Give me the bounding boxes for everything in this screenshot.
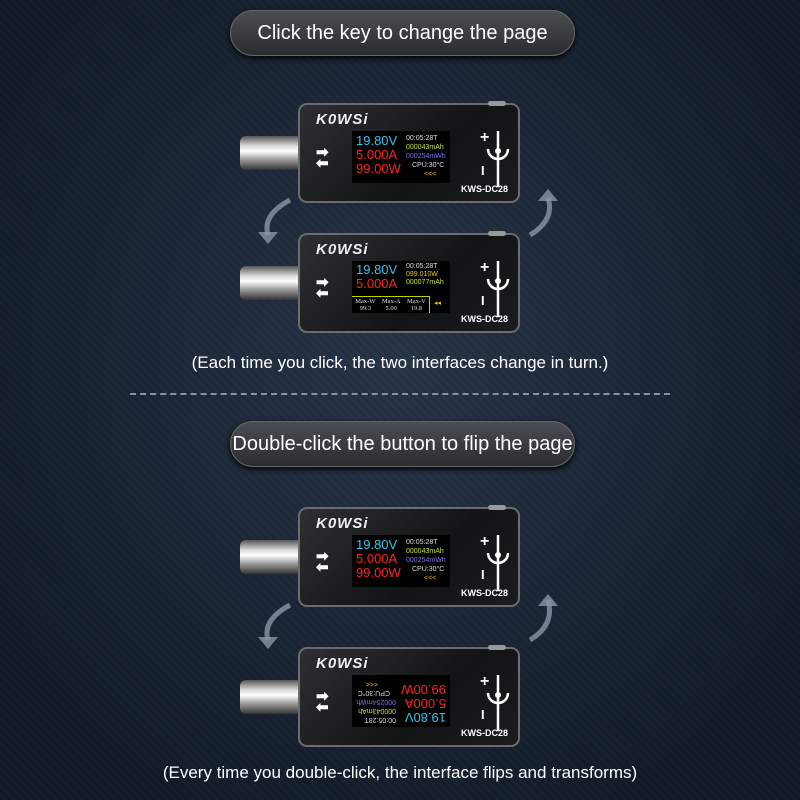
direction-indicator: <<< (424, 171, 437, 178)
caption-top: (Each time you click, the two interfaces… (191, 353, 609, 372)
current: 5.000A (356, 551, 398, 566)
plus-sign: + (480, 259, 490, 276)
direction-arrows-icon: ➡⬅ (316, 548, 329, 576)
dc-plug (240, 266, 302, 300)
dc-plug (240, 680, 302, 714)
max-value: 19.8 (410, 305, 423, 312)
display-page-1: 19.80V 5.000A 99.00W 00:05:28T 000043mAh… (352, 131, 450, 183)
usb-meter-p2: K0WSi ➡⬅ + I KWS-DC28 19.80V 5.000A 00:0… (240, 231, 522, 333)
display-page-2: 19.80V 5.000A 00:05:28T 099.010W 000077m… (352, 261, 450, 313)
plus-sign: + (480, 673, 490, 690)
bidirectional-switch-icon: + I (480, 259, 510, 319)
bidirectional-switch-icon: + I (480, 129, 510, 189)
plus-sign: + (480, 129, 490, 146)
model-label: KWS-DC28 (460, 588, 508, 598)
cpu-temp: CPU:30°C (412, 566, 445, 573)
elapsed-time: 00:05:28T (406, 539, 438, 546)
usb-meter-p1: K0WSi ➡⬅ + I KWS-DC28 19.80V 5.000A 99.0… (240, 101, 522, 203)
direction-indicator: <<< (424, 575, 437, 582)
model-label: KWS-DC28 (460, 314, 508, 324)
brand-logo: K0WSi (316, 241, 369, 258)
brand-logo: K0WSi (316, 515, 369, 532)
plus-sign: + (480, 533, 490, 550)
bidirectional-switch-icon: + I (480, 673, 510, 733)
usb-meter-p1: K0WSi ➡⬅ + I KWS-DC28 19.80V 5.000A 99.0… (240, 505, 522, 607)
direction-arrows-icon: ➡⬅ (316, 688, 329, 716)
cpu-temp: CPU:30°C (412, 162, 445, 169)
page-button[interactable] (488, 101, 506, 106)
capacity-mah: 000043mAh (406, 548, 444, 555)
display-page-1: 19.80V 5.000A 99.00W 00:05:28T 000043mAh… (352, 535, 450, 587)
page-button[interactable] (488, 645, 506, 650)
model-label: KWS-DC28 (460, 728, 508, 738)
direction-arrows-icon: ➡⬅ (316, 274, 329, 302)
voltage: 19.80V (356, 133, 398, 148)
minus-sign: I (481, 707, 485, 722)
energy-mwh: 000254mWh (406, 557, 446, 564)
current: 5.000A (356, 147, 398, 162)
elapsed-time: 00:05:28T (406, 263, 438, 270)
display-flipped: 19.80V 5.000A 99.00W 00:05:28T 000043mAh… (352, 675, 450, 727)
banner-click-key: Click the key to change the page (230, 10, 575, 56)
power: 099.010W (406, 271, 438, 278)
max-label: Max-W (355, 298, 376, 305)
direction-arrows-icon: ➡⬅ (316, 144, 329, 172)
curved-arrow-up-icon (528, 197, 552, 238)
capacity-mah: 000043mAh (406, 144, 444, 151)
elapsed-time: 00:05:28T (406, 135, 438, 142)
max-value: 99.3 (359, 305, 371, 312)
caption-bottom: (Every time you double-click, the interf… (162, 763, 638, 782)
divider (130, 393, 670, 395)
meter-body: K0WSi ➡⬅ + I KWS-DC28 19.80V 5.000A 99.0… (298, 645, 520, 747)
max-label: Max-V (407, 298, 426, 305)
dc-plug (240, 136, 302, 170)
voltage: 19.80V (356, 262, 398, 277)
power: 99.00W (356, 161, 401, 176)
capacity-mah: 000077mAh (406, 279, 444, 286)
bidirectional-switch-icon: + I (480, 533, 510, 593)
dc-plug (240, 540, 302, 574)
model-label: KWS-DC28 (460, 184, 508, 194)
meter-body: K0WSi ➡⬅ + I KWS-DC28 19.80V 5.000A 99.0… (298, 505, 520, 607)
meter-body: K0WSi ➡⬅ + I KWS-DC28 19.80V 5.000A 99.0… (298, 101, 520, 203)
page-button[interactable] (488, 231, 506, 236)
voltage: 19.80V (356, 537, 398, 552)
max-value: 5.00 (385, 305, 397, 312)
page-button[interactable] (488, 505, 506, 510)
minus-sign: I (481, 293, 485, 308)
minus-sign: I (481, 567, 485, 582)
minus-sign: I (481, 163, 485, 178)
banner-double-click: Double-click the button to flip the page (230, 421, 575, 467)
curved-arrow-down-icon (264, 197, 292, 236)
brand-logo: K0WSi (316, 655, 369, 672)
max-label: Max-A (381, 298, 401, 305)
usb-meter-flip: K0WSi ➡⬅ + I KWS-DC28 19.80V 5.000A 99.0… (240, 645, 522, 747)
curved-arrow-down-icon (264, 602, 292, 641)
power: 99.00W (356, 565, 401, 580)
current: 5.000A (356, 276, 398, 291)
energy-mwh: 000254mWh (406, 153, 446, 160)
brand-logo: K0WSi (316, 111, 369, 128)
direction-indicator: ◂◂ (434, 300, 442, 307)
meter-body: K0WSi ➡⬅ + I KWS-DC28 19.80V 5.000A 00:0… (298, 231, 520, 333)
